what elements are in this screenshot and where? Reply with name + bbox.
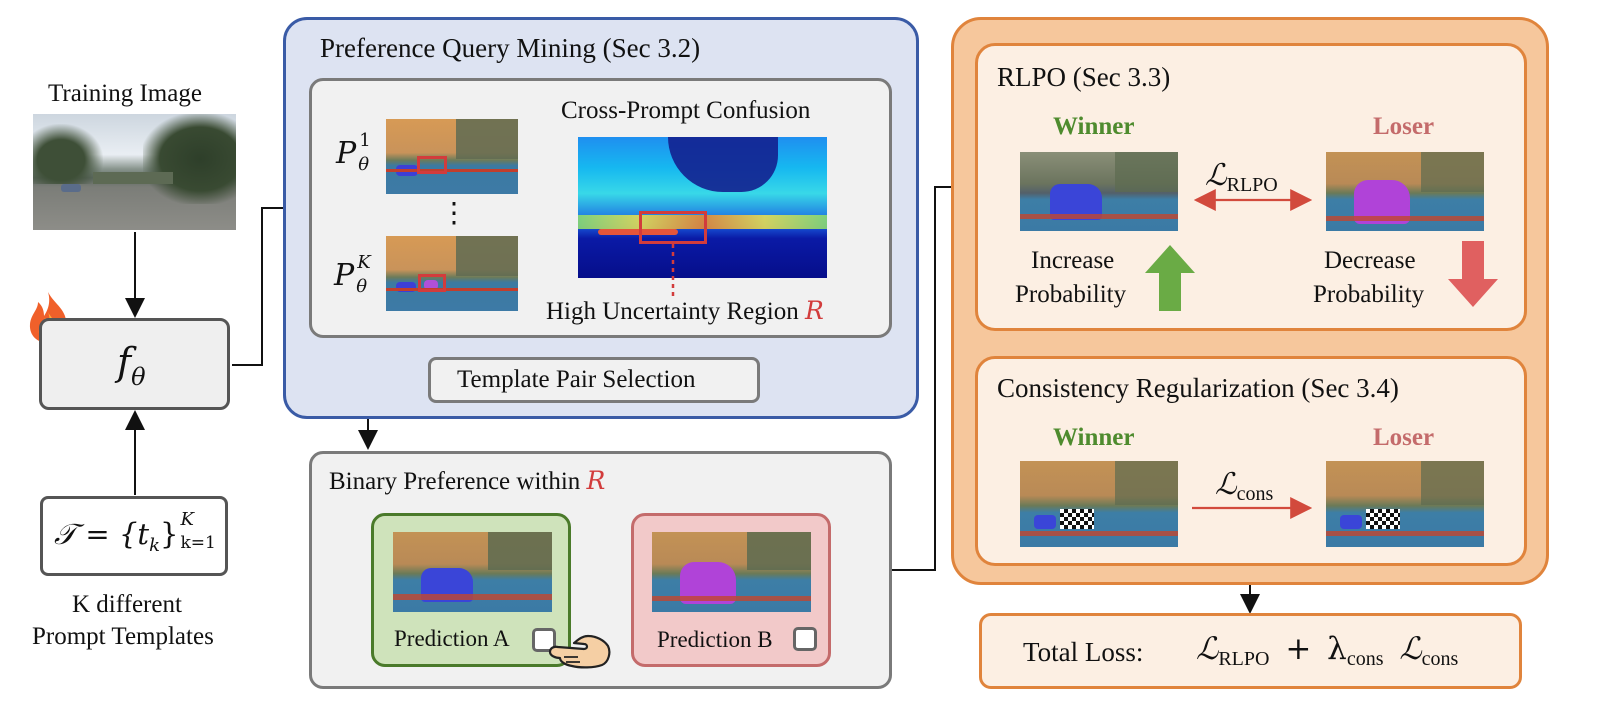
- prediction-1-thumbnail: [386, 119, 518, 194]
- prediction-k-thumbnail: [386, 236, 518, 311]
- consistency-loser-image: [1326, 461, 1484, 547]
- template-set-box: [40, 496, 228, 576]
- uncertainty-label: High Uncertainty Region R: [546, 296, 824, 325]
- prediction-a-checkbox[interactable]: [532, 628, 556, 652]
- consistency-winner-image: [1020, 461, 1178, 547]
- confusion-label: Cross-Prompt Confusion: [561, 97, 811, 124]
- model-symbol: fθ: [117, 340, 146, 391]
- increase-line2: Probability: [1015, 281, 1127, 308]
- total-loss-label: Total Loss:: [1023, 637, 1144, 667]
- rlpo-winner-label: Winner: [1053, 113, 1135, 140]
- decrease-line1: Decrease: [1324, 247, 1416, 274]
- mining-title: Preference Query Mining (Sec 3.2): [320, 33, 701, 63]
- decrease-arrow-icon: [1448, 241, 1498, 307]
- model-box: [39, 318, 230, 410]
- template-pair-selection-box: [428, 357, 760, 403]
- template-set-formula: 𝒯 = {tk} K k=1: [54, 509, 216, 556]
- rlpo-winner-image: [1020, 152, 1178, 231]
- templates-caption-line1: K different: [72, 591, 182, 618]
- consistency-loss-symbol: ℒcons: [1215, 467, 1274, 505]
- prediction-k-symbol: P K θ: [334, 252, 371, 297]
- consistency-title: Consistency Regularization (Sec 3.4): [997, 373, 1399, 403]
- consistency-winner-label: Winner: [1053, 424, 1135, 451]
- training-image: [33, 114, 236, 230]
- decrease-line2: Probability: [1313, 281, 1425, 308]
- template-pair-selection-label: Template Pair Selection: [457, 366, 696, 393]
- increase-line1: Increase: [1031, 247, 1115, 274]
- consistency-loser-label: Loser: [1373, 424, 1435, 451]
- region-box-1: [417, 156, 447, 174]
- training-image-label: Training Image: [48, 80, 202, 107]
- prediction-a-label: Prediction A: [394, 626, 510, 651]
- prediction-1-symbol: P 1 θ: [336, 130, 371, 175]
- rlpo-loser-label: Loser: [1373, 113, 1435, 140]
- rlpo-loss-symbol: ℒRLPO: [1205, 158, 1278, 196]
- confusion-heatmap: [578, 137, 827, 278]
- prediction-b-image: [652, 532, 811, 612]
- prediction-b-checkbox[interactable]: [793, 627, 817, 651]
- binary-preference-title: Binary Preference within R: [329, 466, 606, 495]
- total-loss-box: [979, 613, 1522, 689]
- rlpo-title: RLPO (Sec 3.3): [997, 62, 1171, 92]
- prediction-b-label: Prediction B: [657, 627, 773, 652]
- ellipsis-dots: ⋮: [440, 198, 468, 229]
- region-box-k: [418, 274, 446, 292]
- total-loss-formula: ℒRLPO + λcons ℒcons: [1196, 631, 1459, 670]
- increase-arrow-icon: [1145, 245, 1195, 311]
- prediction-a-image: [393, 532, 552, 612]
- rlpo-loser-image: [1326, 152, 1484, 231]
- templates-caption-line2: Prompt Templates: [32, 623, 214, 650]
- pointing-hand-icon: [544, 622, 614, 670]
- uncertainty-region-box: [639, 211, 707, 244]
- masked-patch-icon: [1060, 509, 1094, 529]
